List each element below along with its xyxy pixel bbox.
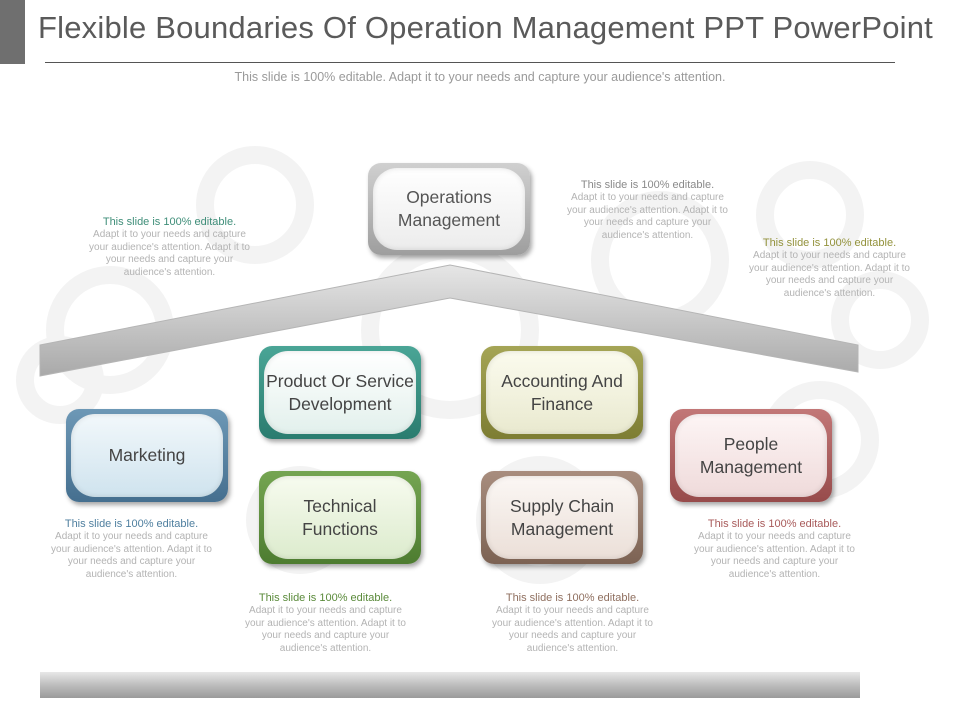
note-body: Adapt it to your needs and capture your … <box>567 192 728 241</box>
note-top-left: This slide is 100% editable. Adapt it to… <box>82 216 257 279</box>
note-title: This slide is 100% editable. <box>258 592 393 604</box>
note-body: Adapt it to your needs and capture your … <box>245 605 406 654</box>
base-bar <box>40 672 860 698</box>
title-underline <box>45 62 895 63</box>
note-title: This slide is 100% editable. <box>762 237 897 249</box>
note-body: Adapt it to your needs and capture your … <box>51 531 212 580</box>
note-body: Adapt it to your needs and capture your … <box>749 250 910 299</box>
supply-chain-box: Supply Chain Management <box>481 471 643 564</box>
people-management-box: People Management <box>670 409 832 502</box>
note-people: This slide is 100% editable. Adapt it to… <box>687 518 862 581</box>
page-title: Flexible Boundaries Of Operation Managem… <box>38 10 933 45</box>
operations-management-box: Operations Management <box>368 163 530 255</box>
note-body: Adapt it to your needs and capture your … <box>694 531 855 580</box>
page-subtitle: This slide is 100% editable. Adapt it to… <box>234 70 726 84</box>
note-title: This slide is 100% editable. <box>707 518 842 530</box>
technical-functions-box: Technical Functions <box>259 471 421 564</box>
note-supply: This slide is 100% editable. Adapt it to… <box>485 592 660 655</box>
note-marketing: This slide is 100% editable. Adapt it to… <box>44 518 219 581</box>
product-development-box: Product Or Service Development <box>259 346 421 439</box>
note-title: This slide is 100% editable. <box>64 518 199 530</box>
note-body: Adapt it to your needs and capture your … <box>492 605 653 654</box>
accounting-finance-label: Accounting And Finance <box>486 351 638 434</box>
note-title: This slide is 100% editable. <box>102 216 237 228</box>
note-technical: This slide is 100% editable. Adapt it to… <box>238 592 413 655</box>
marketing-label: Marketing <box>71 414 223 497</box>
note-title: This slide is 100% editable. <box>580 179 715 191</box>
note-top-right: This slide is 100% editable. Adapt it to… <box>742 237 917 300</box>
marketing-box: Marketing <box>66 409 228 502</box>
note-top-center: This slide is 100% editable. Adapt it to… <box>560 179 735 242</box>
title-accent-bar <box>0 0 25 64</box>
people-management-label: People Management <box>675 414 827 497</box>
note-body: Adapt it to your needs and capture your … <box>89 229 250 278</box>
supply-chain-label: Supply Chain Management <box>486 476 638 559</box>
product-development-label: Product Or Service Development <box>264 351 416 434</box>
accounting-finance-box: Accounting And Finance <box>481 346 643 439</box>
note-title: This slide is 100% editable. <box>505 592 640 604</box>
operations-management-label: Operations Management <box>373 168 525 250</box>
roof-shape <box>39 264 859 377</box>
technical-functions-label: Technical Functions <box>264 476 416 559</box>
